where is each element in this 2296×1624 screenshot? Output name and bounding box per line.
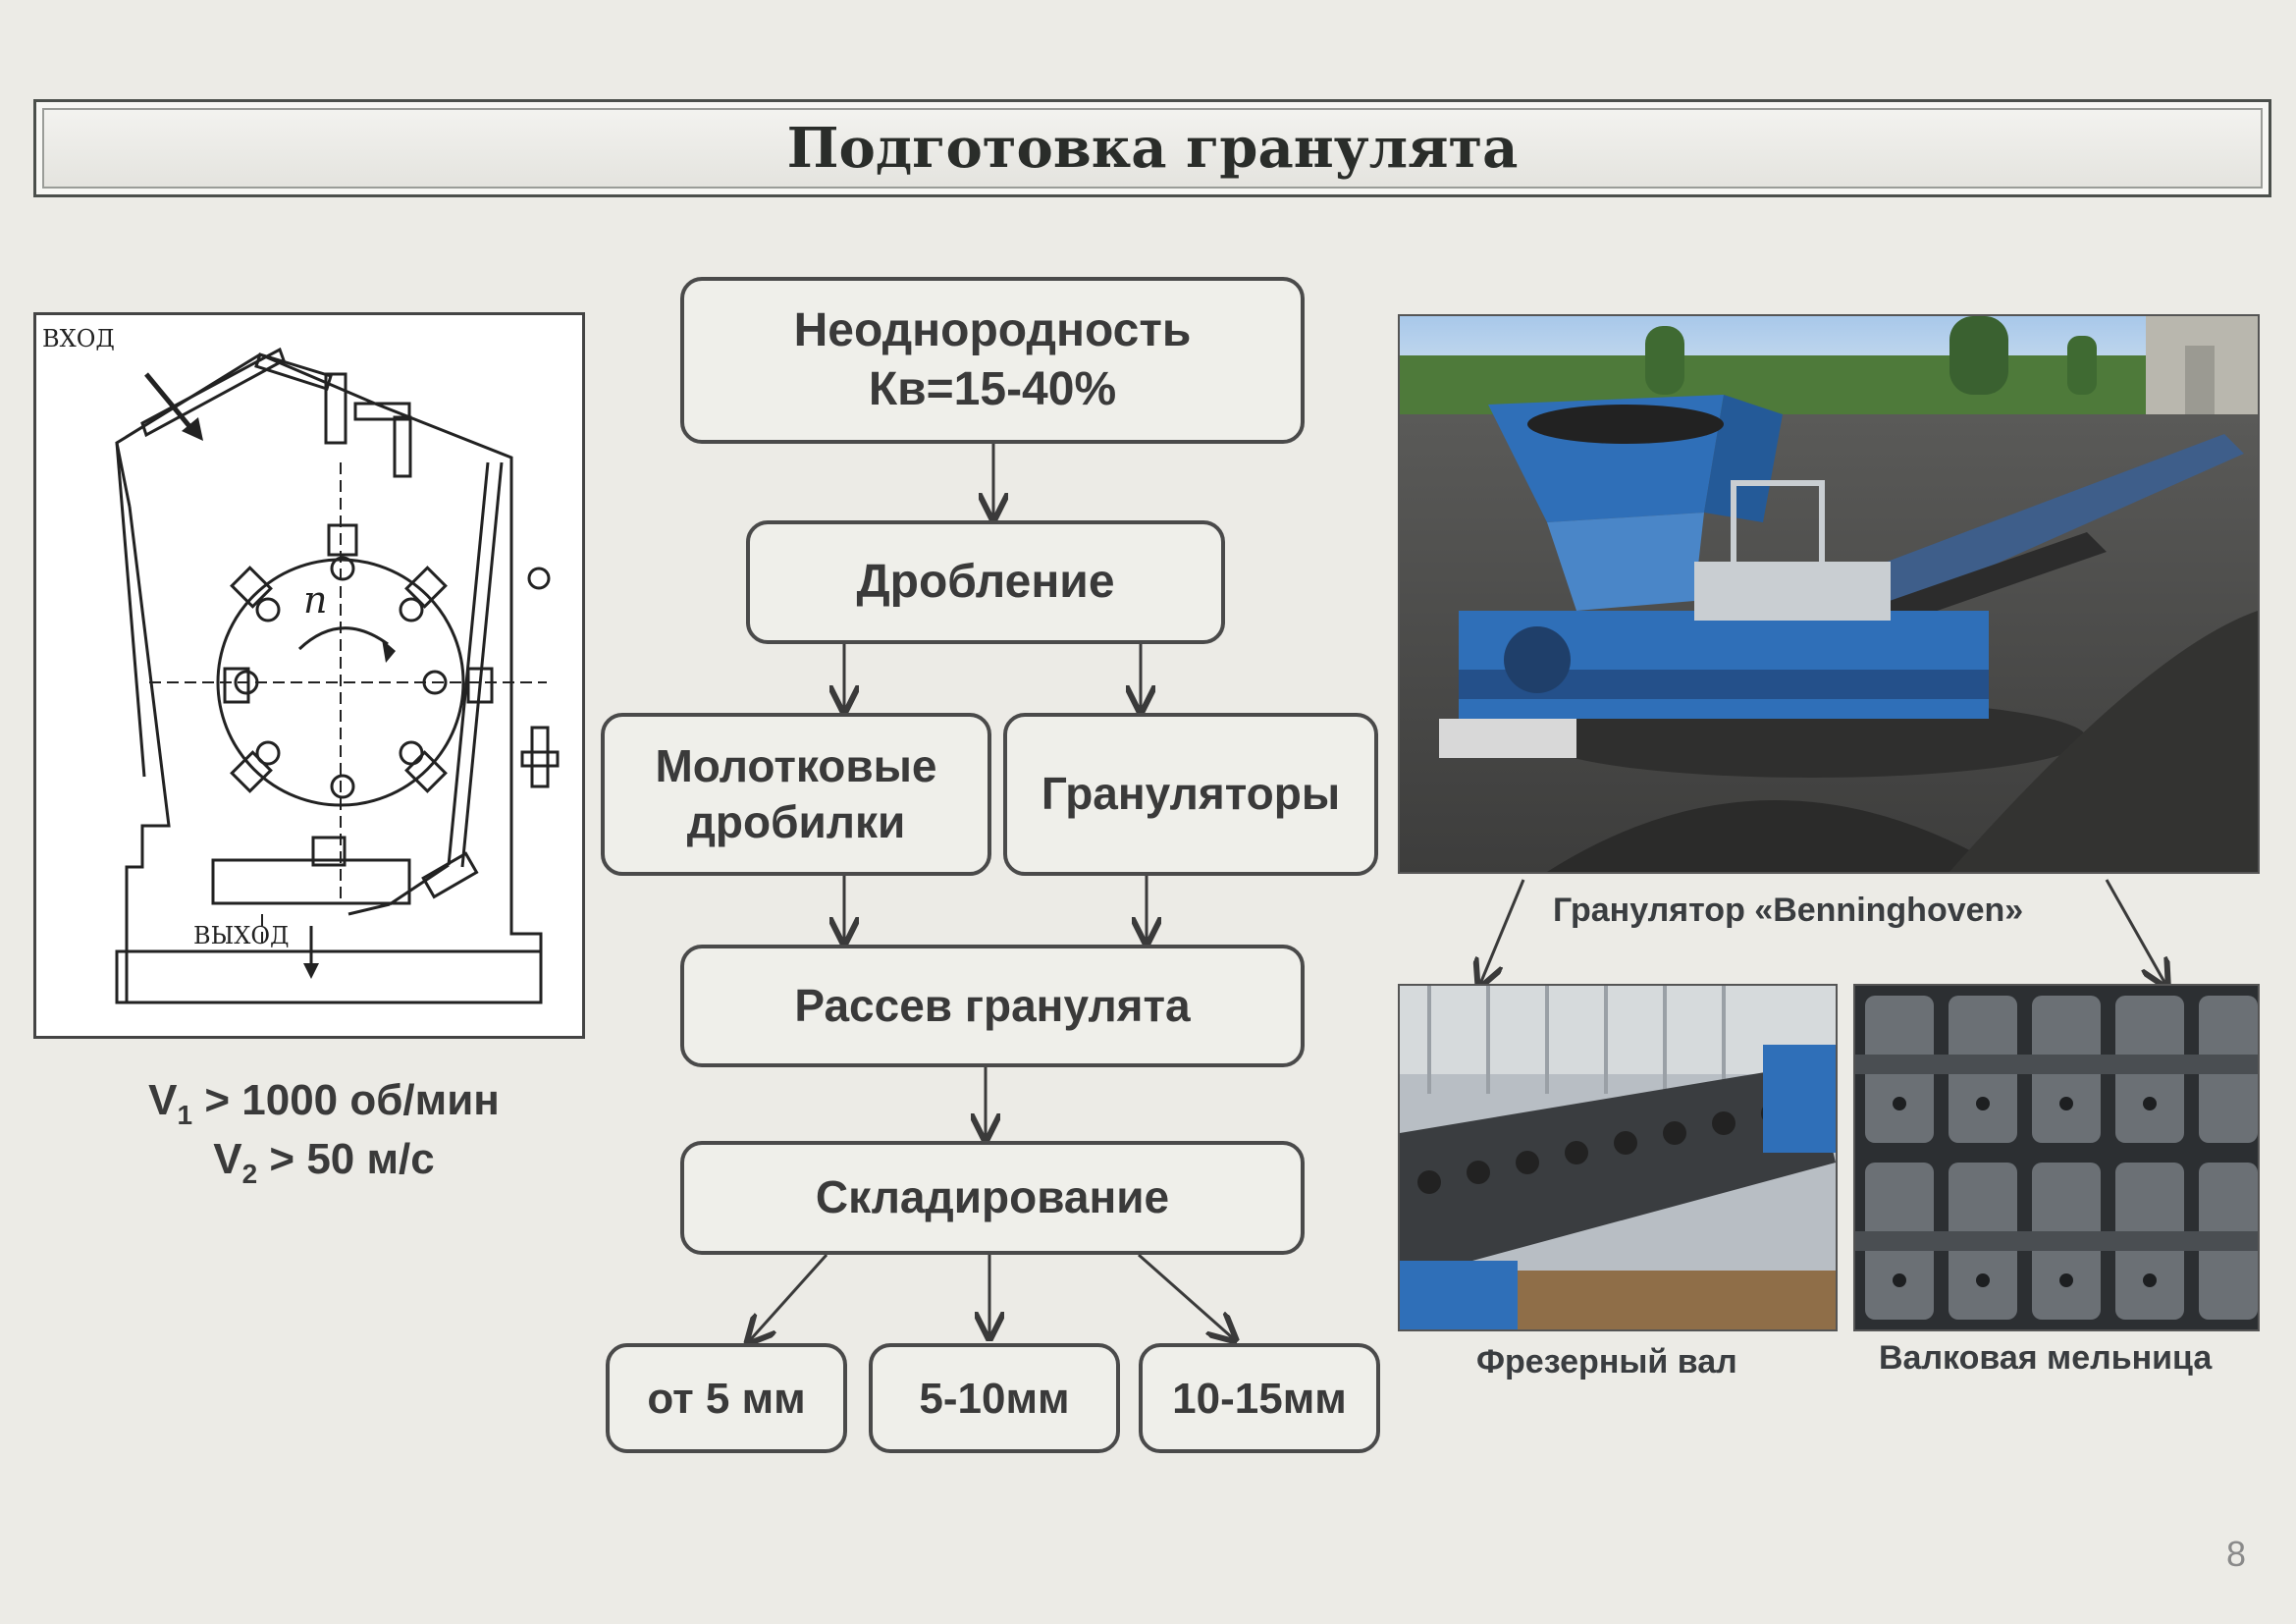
roller-mill-photo (1853, 984, 2260, 1331)
heterogeneity-label: Неоднородность (794, 301, 1192, 360)
hammer-crushers-box: Молотковые дробилки (601, 713, 991, 876)
storage-box: Складирование (680, 1141, 1305, 1255)
main-photo-caption: Гранулятор «Benninghoven» (1553, 892, 2023, 930)
granulators-box: Грануляторы (1003, 713, 1378, 876)
granulator-photo (1398, 314, 2260, 874)
fraction-box-2: 10-15мм (1139, 1343, 1380, 1453)
variation-coefficient: Кв=15-40% (794, 360, 1192, 419)
roller-mill-caption: Валковая мельница (1879, 1339, 2212, 1378)
milling-shaft-caption: Фрезерный вал (1476, 1343, 1737, 1381)
fraction-box-0: от 5 мм (606, 1343, 847, 1453)
crushing-box: Дробление (746, 520, 1225, 644)
screening-box: Рассев гранулята (680, 945, 1305, 1067)
fraction-box-1: 5-10мм (869, 1343, 1120, 1453)
page-number: 8 (2226, 1534, 2246, 1575)
heterogeneity-box: Неоднородность Кв=15-40% (680, 277, 1305, 444)
milling-shaft-photo (1398, 984, 1838, 1331)
